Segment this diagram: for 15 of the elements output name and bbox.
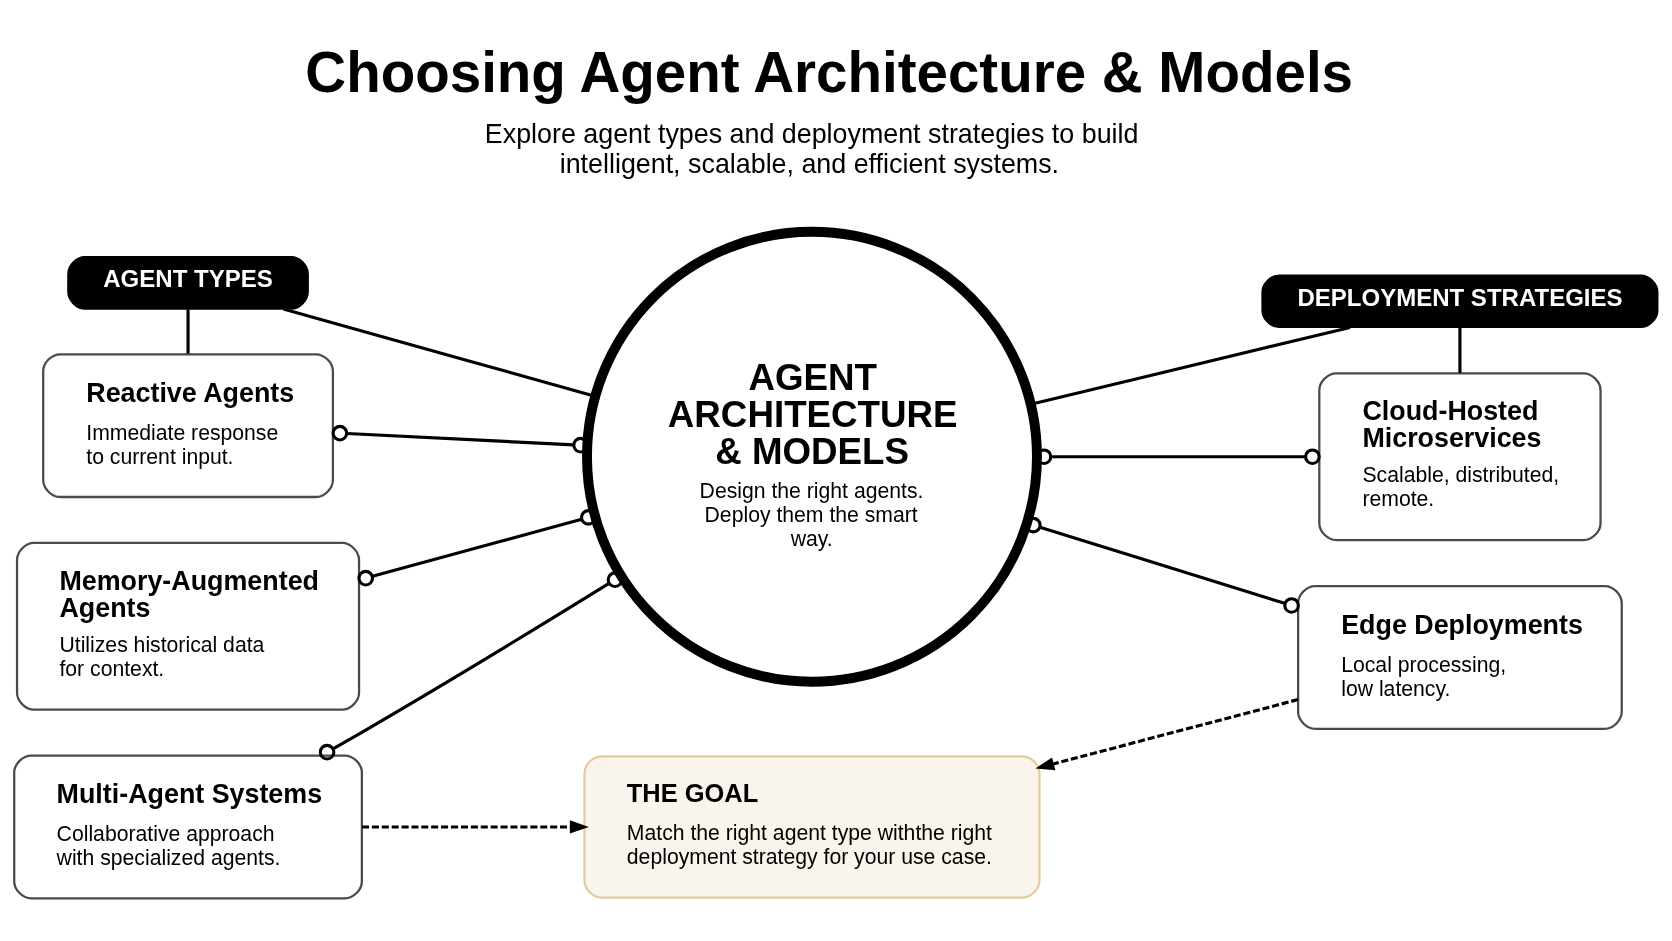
connector	[1458, 327, 1462, 373]
connector	[186, 309, 190, 354]
arrow	[1035, 698, 1299, 771]
diagram-title: Choosing Agent Architecture & Models	[305, 41, 1354, 105]
node-box: Multi-Agent Systems Collaborative approach with specialized agents.	[13, 754, 363, 900]
node-box: Reactive Agents Immediate response to current input.	[42, 353, 335, 499]
node-box: THE GOAL Match the right agent type withthe right deployment strategy for your use case.	[583, 755, 1041, 899]
node-box: Cloud-Hosted Microservices Scalable, distributed, remote.	[1318, 372, 1602, 542]
node-box: Memory-Augmented Agents Utilizes historical data for context.	[15, 541, 361, 711]
node-box: AGENT TYPES	[67, 256, 309, 310]
label: Explore agent types and deployment strategies to build intelligent, scalable, and efficient systems.	[484, 119, 1139, 179]
node-box: DEPLOYMENT STRATEGIES	[1261, 274, 1659, 329]
node-box: Edge Deployments Local processing, low latency.	[1297, 584, 1623, 730]
connector	[318, 571, 624, 761]
arrow	[362, 820, 589, 834]
